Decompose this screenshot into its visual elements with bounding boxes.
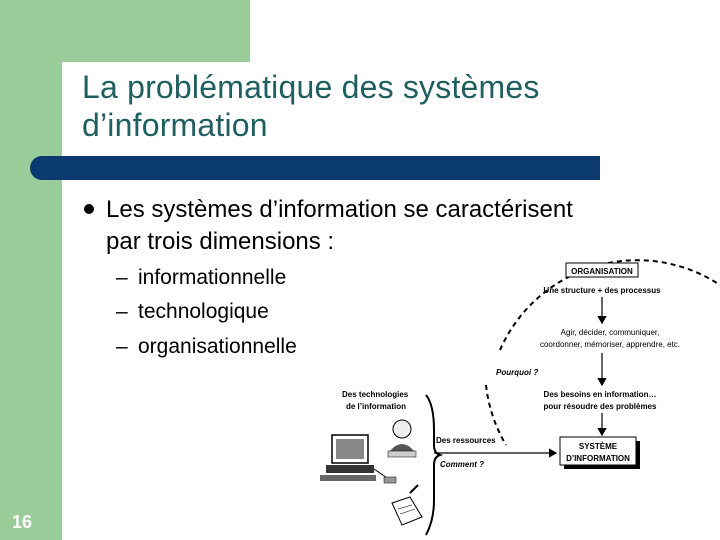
si-box xyxy=(559,436,637,466)
sub-item-dash: – xyxy=(116,266,128,289)
slide-title: La problématique des systèmes d’informat… xyxy=(82,68,682,144)
structure-label: Une structure + des processus xyxy=(543,286,661,295)
main-bullet-text: Les systèmes d’information se caractéris… xyxy=(106,194,686,258)
actions-line2: coordonner, mémoriser, apprendre, etc. xyxy=(540,340,680,349)
sub-item-dash: – xyxy=(116,335,128,358)
green-side-band xyxy=(0,0,62,540)
brace-shape xyxy=(425,394,444,536)
si-line1: SYSTÈME xyxy=(579,442,618,451)
sub-item-label: informationnelle xyxy=(138,266,287,289)
besoins-line1: Des besoins en information… xyxy=(544,390,657,399)
slide-title-line1: La problématique des systèmes xyxy=(82,69,540,105)
ressources-label: Des ressources xyxy=(436,436,496,445)
organisation-label: ORGANISATION xyxy=(571,267,633,276)
page-number: 16 xyxy=(12,512,33,532)
document-pen-icon xyxy=(391,484,423,526)
sub-item-label: organisationnelle xyxy=(138,335,297,358)
bullet-dot xyxy=(84,204,94,214)
technologies-line1: Des technologies xyxy=(342,390,409,399)
person-icon xyxy=(387,419,417,458)
besoins-line2: pour résoudre des problèmes xyxy=(544,402,657,411)
slide-title-line2: d’information xyxy=(82,107,268,143)
comment-label: Comment ? xyxy=(440,460,484,469)
pourquoi-label: Pourquoi ? xyxy=(496,368,538,377)
computer-icon xyxy=(320,434,397,484)
bullet-line1: Les systèmes d’information se caractéris… xyxy=(106,196,573,223)
organisation-box xyxy=(565,262,639,278)
technologies-line2: de l’information xyxy=(346,402,406,411)
actions-line1: Agir, décider, communiquer, xyxy=(561,328,660,337)
bullet-line2: par trois dimensions : xyxy=(106,228,335,255)
title-underline-bar xyxy=(30,156,600,180)
si-diagram: ORGANISATION Une structure + des process… xyxy=(320,259,720,536)
sub-item-dash: – xyxy=(116,300,128,323)
sub-item-label: technologique xyxy=(138,300,269,323)
si-line2: D’INFORMATION xyxy=(566,454,630,463)
dashed-cycle-circle-left xyxy=(485,384,507,446)
